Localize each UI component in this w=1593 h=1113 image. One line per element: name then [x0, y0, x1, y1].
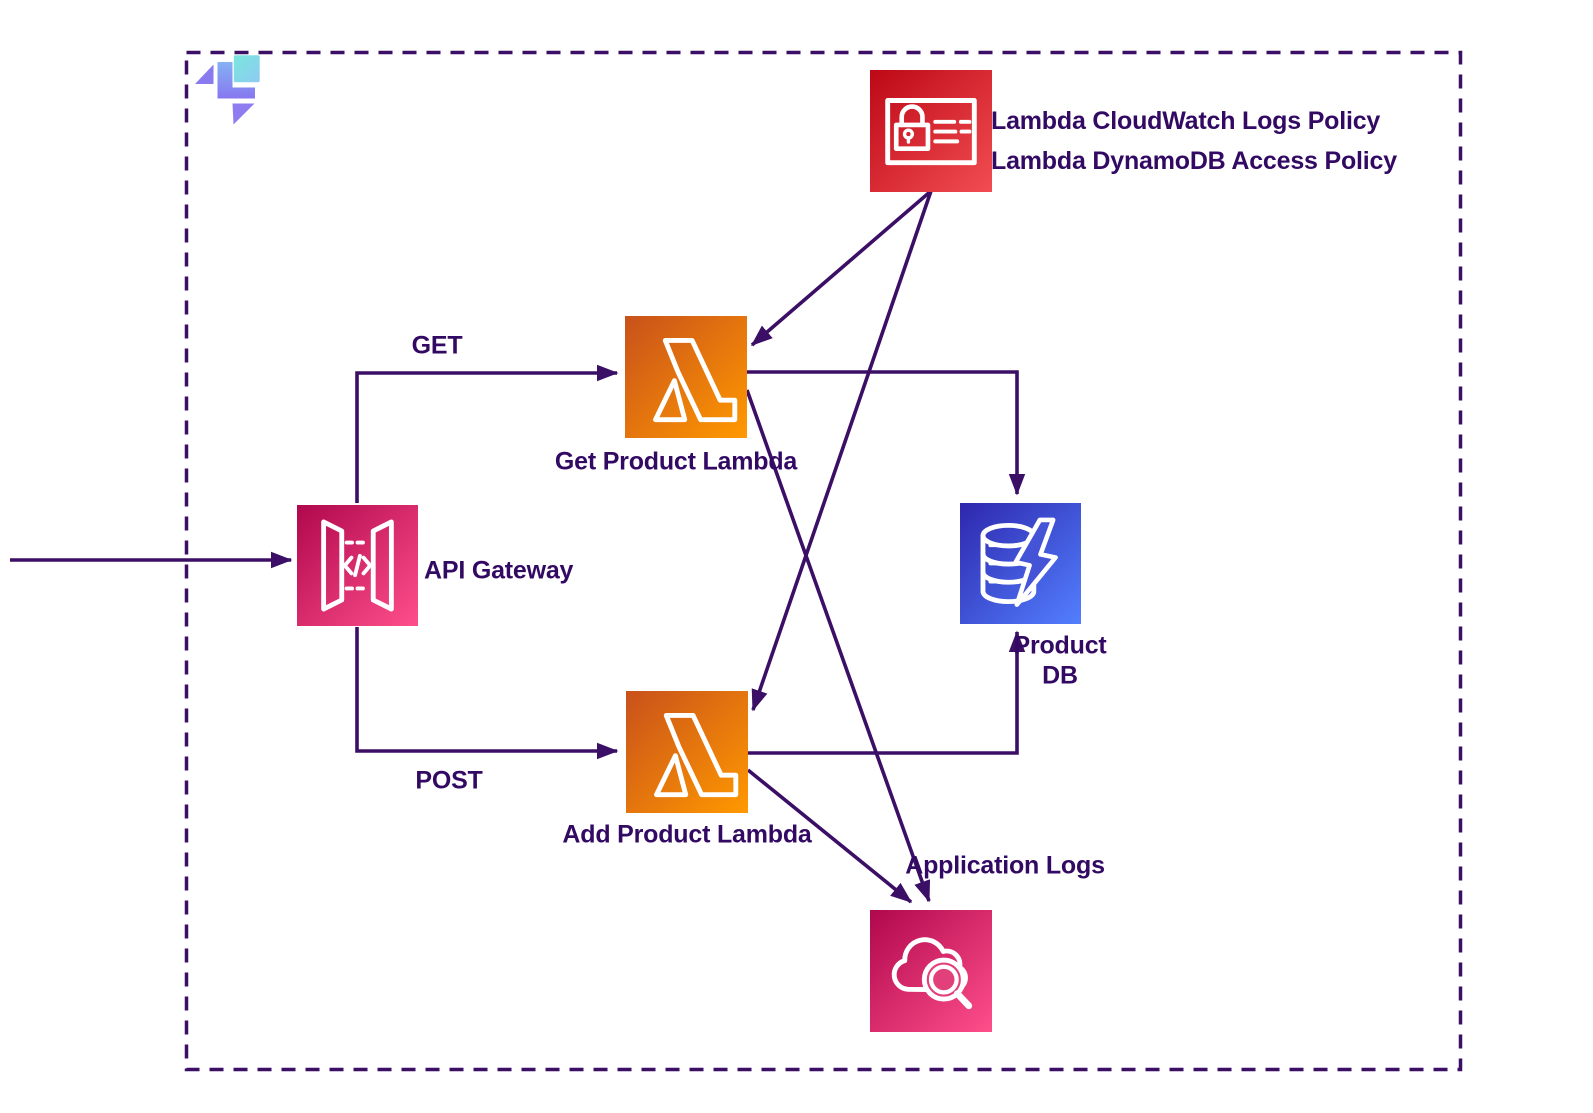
cloudwatch-logs-icon — [891, 937, 973, 1010]
edge-getlambda-to-logs — [745, 389, 931, 903]
api-gateway-label: API Gateway — [424, 556, 574, 585]
diagram-boundary — [184, 50, 1463, 1072]
product-db-label-line1: Product — [1013, 631, 1107, 660]
edge-addlambda-to-logs — [746, 768, 913, 904]
edge-apigw-to-getlambda — [355, 364, 619, 503]
iam-policy-lock-card-icon — [885, 98, 977, 166]
node-iam-policy[interactable] — [870, 70, 992, 192]
iam-policy-label-line1: Lambda CloudWatch Logs Policy — [991, 107, 1381, 135]
get-product-lambda-label: Get Product Lambda — [554, 447, 798, 476]
post-edge-label: POST — [415, 766, 483, 795]
api-gateway-icon — [321, 519, 394, 612]
edge-policy-to-addlambda — [751, 190, 933, 712]
iam-policy-label-line2: Lambda DynamoDB Access Policy — [991, 147, 1397, 175]
node-cloudwatch-logs[interactable] — [870, 910, 992, 1032]
application-logs-label: Application Logs — [905, 851, 1105, 880]
get-edge-label: GET — [411, 331, 463, 360]
lambda-icon — [653, 337, 738, 423]
iam-policy-label: Lambda CloudWatch Logs Policy Lambda Dyn… — [991, 101, 1397, 181]
lambda-icon — [654, 712, 739, 798]
cloudairy-logo-icon — [188, 53, 261, 125]
dynamodb-icon — [980, 517, 1058, 607]
node-add-product-lambda[interactable] — [626, 691, 748, 813]
edge-getlambda-to-db — [747, 370, 1026, 496]
node-product-db[interactable] — [960, 503, 1081, 624]
edge-policy-to-getlambda — [750, 189, 933, 347]
product-db-label-line2: DB — [1042, 661, 1078, 689]
add-product-lambda-label: Add Product Lambda — [562, 820, 812, 849]
product-db-label: Product DB — [1013, 632, 1106, 691]
edge-addlambda-to-db — [747, 630, 1026, 755]
node-get-product-lambda[interactable] — [625, 316, 747, 438]
node-api-gateway[interactable] — [297, 505, 418, 626]
edge-apigw-to-addlambda — [355, 627, 619, 760]
